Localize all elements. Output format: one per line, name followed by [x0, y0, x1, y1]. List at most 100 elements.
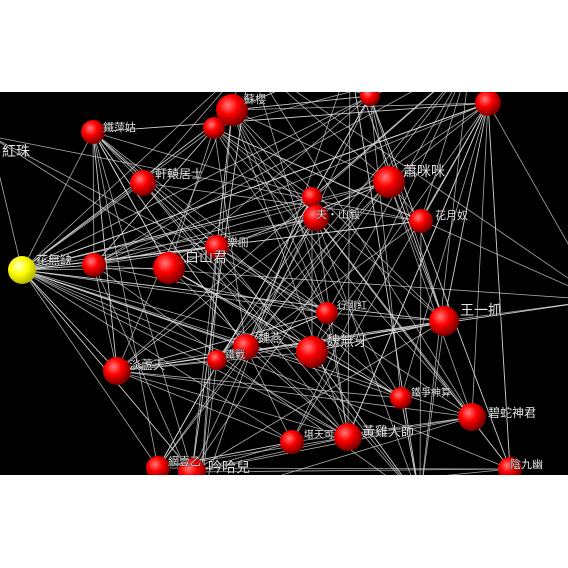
node-label: 淡蘆天 — [129, 358, 165, 372]
graph-edge — [142, 92, 223, 184]
graph-edge — [280, 416, 473, 475]
graph-node[interactable] — [498, 457, 522, 475]
graph-edge — [216, 92, 444, 361]
graph-node[interactable] — [81, 120, 105, 144]
graph-edge — [213, 127, 445, 322]
graph-node[interactable] — [146, 456, 170, 475]
graph-node[interactable] — [303, 205, 329, 231]
graph-edge — [216, 246, 401, 475]
graph-node[interactable] — [334, 423, 362, 451]
node-label: 蘇櫻 — [244, 92, 266, 106]
graph-node[interactable] — [153, 252, 185, 284]
graph-edge — [157, 346, 247, 469]
node-label: 陰九幽 — [510, 457, 543, 471]
graph-node[interactable] — [203, 117, 225, 139]
graph-node-selected[interactable] — [8, 256, 36, 284]
graph-node[interactable] — [280, 430, 304, 454]
graph-edge — [315, 217, 412, 475]
node-label: 堪天可 — [304, 429, 334, 441]
graph-edge — [21, 269, 247, 348]
graph-edge — [311, 102, 489, 353]
node-label: 魏燕 — [258, 330, 282, 345]
network-graph-view[interactable]: 花無缺鐵萍姑蘇櫻軒轅居士蕭咪咪夫・山毅花月奴樂冊白山君行剛紅王一抓魏燕魏無牙淡蘆… — [0, 92, 568, 475]
graph-node[interactable] — [373, 166, 405, 198]
graph-edge — [21, 269, 118, 372]
graph-edge — [21, 102, 489, 271]
graph-edge — [168, 267, 402, 399]
graph-node[interactable] — [316, 302, 338, 324]
graph-edge — [21, 127, 215, 271]
graph-edge — [191, 92, 246, 473]
graph-edge — [168, 95, 371, 269]
graph-node[interactable] — [233, 334, 259, 360]
graph-edge — [92, 131, 193, 473]
graph-edge — [116, 370, 349, 438]
graph-edge — [93, 264, 118, 372]
graph-edge — [471, 102, 489, 418]
node-label: 樂冊 — [227, 235, 249, 249]
graph-edge — [231, 109, 445, 322]
graph-edge — [443, 102, 489, 322]
graph-edge — [487, 102, 511, 470]
graph-node[interactable] — [82, 253, 106, 277]
graph-edge — [21, 269, 218, 361]
graph-edge — [245, 181, 390, 348]
graph-node[interactable] — [207, 350, 227, 370]
graph-edge — [93, 246, 218, 266]
graph-edge — [443, 303, 568, 322]
graph-node[interactable] — [390, 387, 412, 409]
node-label: 黃雞大師 — [362, 425, 414, 440]
graph-node[interactable] — [475, 92, 501, 116]
graph-edge — [191, 441, 293, 473]
node-label: 鐵戰 — [225, 348, 245, 361]
graph-edge — [168, 181, 390, 269]
graph-edge — [420, 102, 489, 222]
graph-edge — [420, 92, 461, 222]
node-label: 鐵萍姑 — [103, 120, 136, 134]
graph-edge — [311, 351, 403, 475]
graph-edge — [369, 95, 445, 322]
graph-node[interactable] — [296, 336, 328, 368]
graph-edge — [191, 468, 511, 473]
graph-edge — [21, 269, 445, 322]
network-graph[interactable]: 花無缺鐵萍姑蘇櫻軒轅居士蕭咪咪夫・山毅花月奴樂冊白山君行剛紅王一抓魏燕魏無牙淡蘆… — [0, 92, 568, 475]
graph-edge — [93, 217, 317, 266]
graph-edge — [445, 468, 511, 475]
graph-edge — [0, 137, 422, 222]
graph-node[interactable] — [178, 458, 206, 475]
graph-node[interactable] — [205, 235, 229, 259]
graph-edge — [21, 269, 159, 469]
node-label: 吟哈兒 — [208, 460, 250, 475]
graph-node[interactable] — [216, 94, 248, 126]
graph-node[interactable] — [103, 357, 131, 385]
graph-edge — [231, 109, 473, 418]
graph-edge — [168, 267, 349, 438]
graph-node[interactable] — [409, 209, 433, 233]
graph-edge — [93, 181, 390, 266]
graph-edge — [216, 359, 349, 438]
graph-node[interactable] — [302, 187, 322, 207]
graph-edge — [142, 182, 313, 353]
graph-edge — [21, 269, 313, 353]
graph-edge — [291, 416, 473, 443]
graph-node[interactable] — [429, 306, 459, 336]
graph-node[interactable] — [458, 403, 486, 431]
graph-edges — [0, 92, 568, 475]
graph-edge — [157, 441, 293, 469]
graph-node[interactable] — [130, 170, 156, 196]
graph-edge — [487, 102, 568, 245]
graph-edge — [354, 92, 417, 475]
graph-node[interactable] — [360, 92, 380, 106]
graph-edge — [92, 131, 118, 372]
graph-edge — [116, 370, 402, 399]
graph-edge — [231, 92, 276, 111]
node-label: 花月奴 — [435, 208, 468, 222]
graph-edge — [157, 416, 473, 469]
graph-edge — [213, 127, 247, 348]
graph-edge — [168, 127, 215, 269]
graph-edge — [315, 102, 489, 219]
graph-edge — [92, 102, 489, 133]
graph-edge — [369, 95, 402, 399]
graph-edge — [245, 346, 349, 438]
graph-edge — [21, 182, 144, 271]
